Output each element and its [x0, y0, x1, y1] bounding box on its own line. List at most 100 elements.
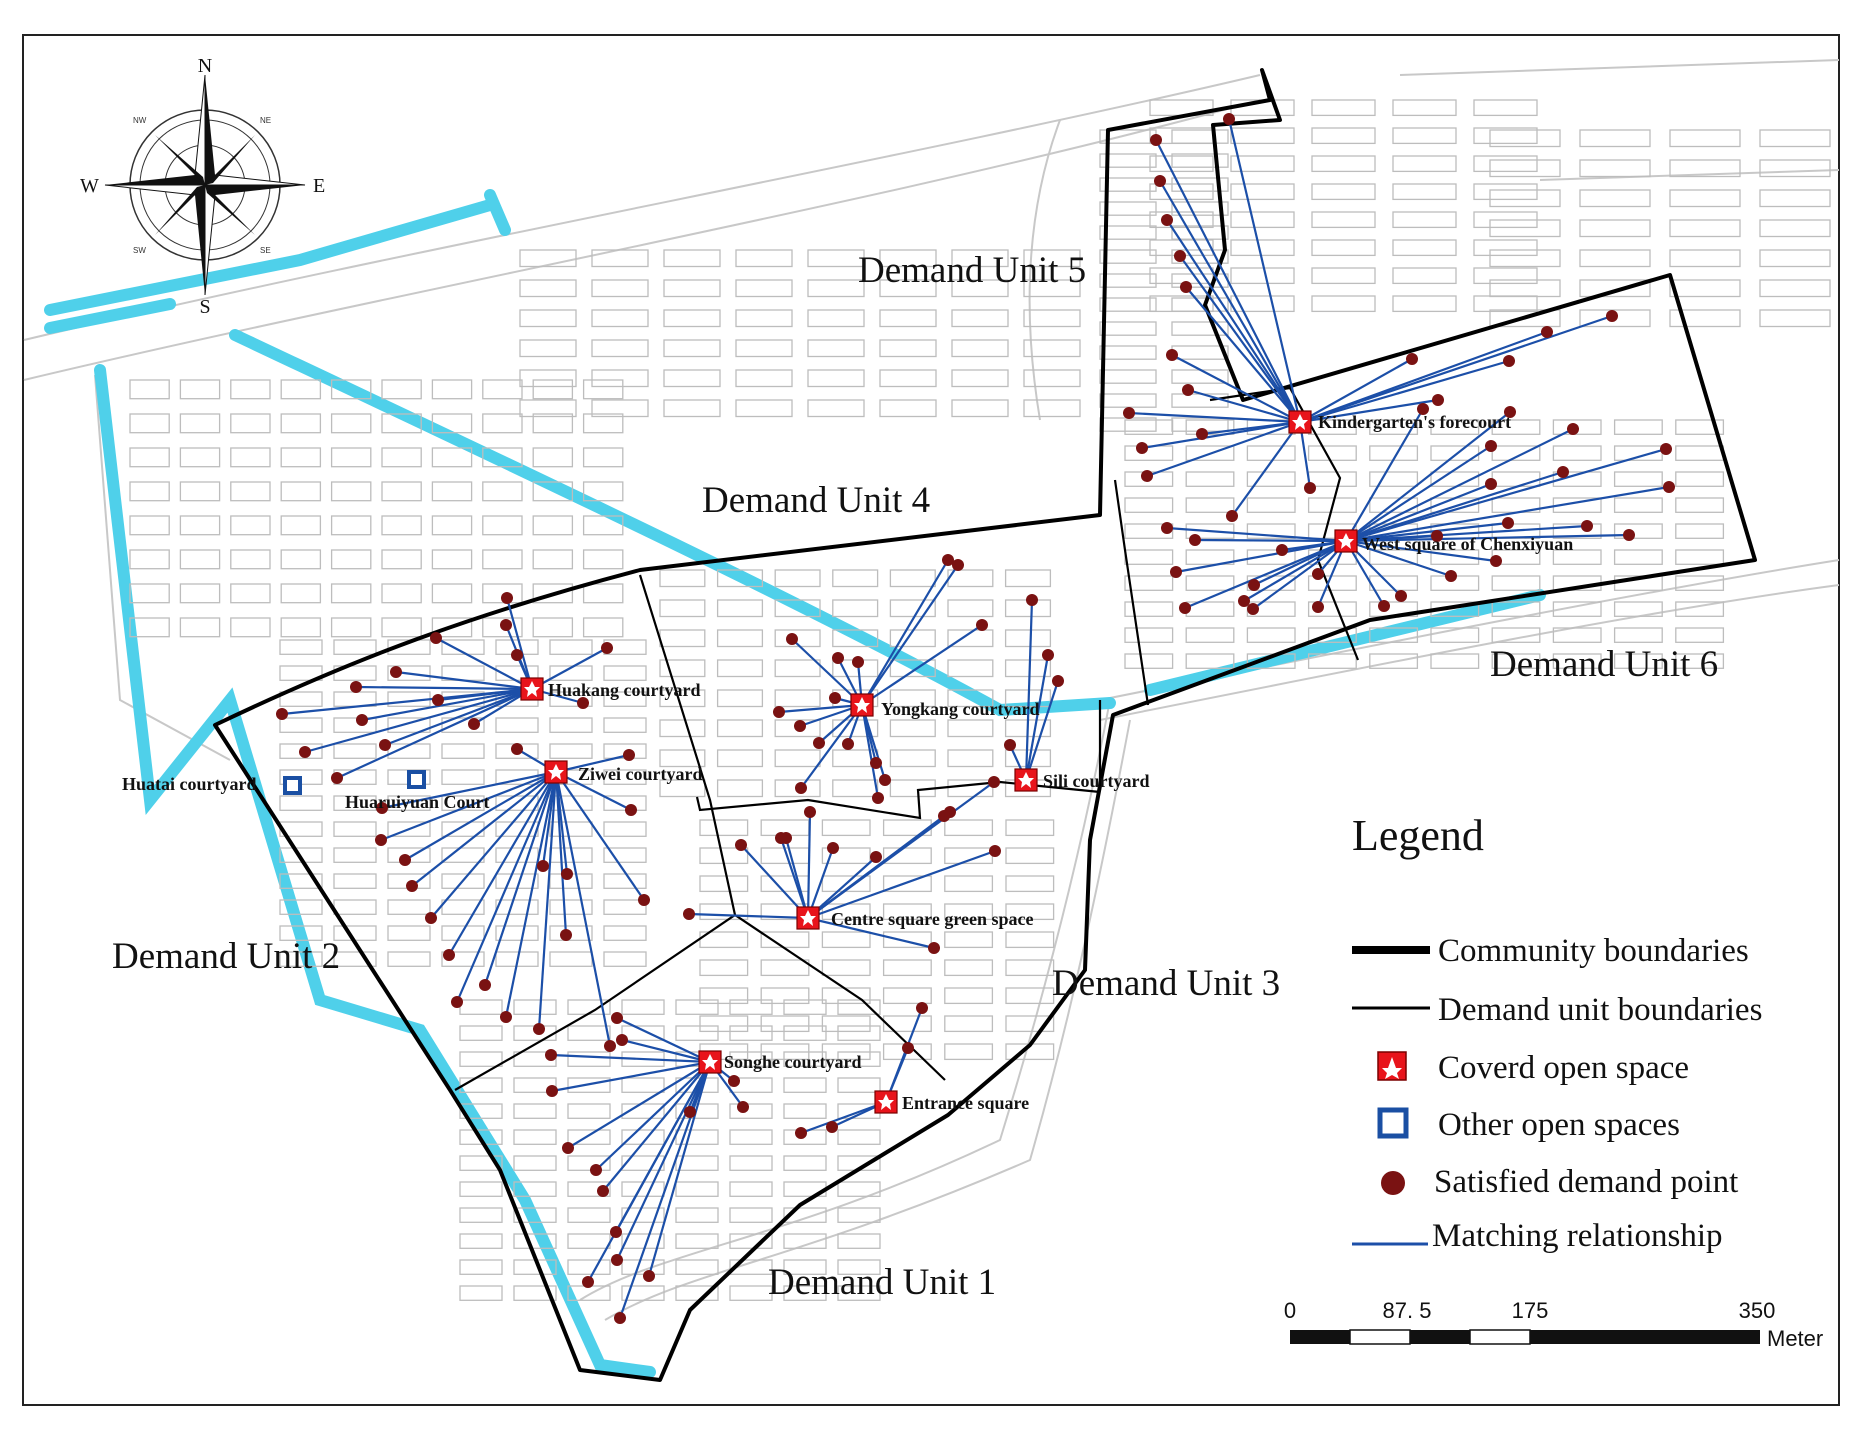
- demand-point[interactable]: [1581, 520, 1593, 532]
- demand-point[interactable]: [614, 1312, 626, 1324]
- demand-point[interactable]: [1445, 570, 1457, 582]
- demand-point[interactable]: [728, 1075, 740, 1087]
- demand-point[interactable]: [561, 868, 573, 880]
- kindergarten-marker[interactable]: [1288, 410, 1312, 434]
- demand-point[interactable]: [1141, 470, 1153, 482]
- demand-point[interactable]: [562, 1142, 574, 1154]
- demand-point[interactable]: [1004, 739, 1016, 751]
- demand-point[interactable]: [1502, 517, 1514, 529]
- songhe-marker[interactable]: [698, 1050, 722, 1074]
- demand-point[interactable]: [468, 718, 480, 730]
- demand-point[interactable]: [775, 832, 787, 844]
- demand-point[interactable]: [331, 772, 343, 784]
- demand-point[interactable]: [1161, 522, 1173, 534]
- demand-point[interactable]: [1304, 482, 1316, 494]
- demand-point[interactable]: [623, 749, 635, 761]
- demand-point[interactable]: [577, 697, 589, 709]
- demand-point[interactable]: [1170, 566, 1182, 578]
- demand-point[interactable]: [795, 782, 807, 794]
- demand-point[interactable]: [1541, 326, 1553, 338]
- demand-point[interactable]: [1154, 175, 1166, 187]
- demand-point[interactable]: [390, 666, 402, 678]
- demand-point[interactable]: [1166, 349, 1178, 361]
- demand-point[interactable]: [1189, 534, 1201, 546]
- demand-point[interactable]: [1180, 281, 1192, 293]
- demand-point[interactable]: [376, 802, 388, 814]
- demand-point[interactable]: [501, 592, 513, 604]
- demand-point[interactable]: [643, 1270, 655, 1282]
- demand-point[interactable]: [813, 737, 825, 749]
- demand-point[interactable]: [976, 619, 988, 631]
- demand-point[interactable]: [786, 633, 798, 645]
- yongkang-marker[interactable]: [850, 693, 874, 717]
- demand-point[interactable]: [1395, 590, 1407, 602]
- demand-point[interactable]: [1052, 675, 1064, 687]
- demand-point[interactable]: [601, 642, 613, 654]
- demand-point[interactable]: [1485, 440, 1497, 452]
- demand-point[interactable]: [1504, 406, 1516, 418]
- demand-point[interactable]: [683, 908, 695, 920]
- demand-point[interactable]: [638, 894, 650, 906]
- huatai-courtyard-marker[interactable]: [283, 776, 302, 795]
- demand-point[interactable]: [879, 774, 891, 786]
- demand-point[interactable]: [299, 746, 311, 758]
- demand-point[interactable]: [479, 979, 491, 991]
- demand-point[interactable]: [1248, 579, 1260, 591]
- demand-point[interactable]: [1179, 602, 1191, 614]
- demand-point[interactable]: [902, 1042, 914, 1054]
- huakang-marker[interactable]: [520, 677, 544, 701]
- demand-point[interactable]: [735, 839, 747, 851]
- demand-point[interactable]: [826, 1121, 838, 1133]
- demand-point[interactable]: [938, 810, 950, 822]
- demand-point[interactable]: [1123, 407, 1135, 419]
- demand-point[interactable]: [425, 912, 437, 924]
- demand-point[interactable]: [989, 845, 1001, 857]
- demand-point[interactable]: [616, 1034, 628, 1046]
- demand-point[interactable]: [432, 694, 444, 706]
- demand-point[interactable]: [1136, 442, 1148, 454]
- demand-point[interactable]: [1485, 478, 1497, 490]
- demand-point[interactable]: [560, 929, 572, 941]
- demand-point[interactable]: [1431, 530, 1443, 542]
- demand-point[interactable]: [832, 652, 844, 664]
- demand-point[interactable]: [1312, 568, 1324, 580]
- demand-point[interactable]: [625, 804, 637, 816]
- demand-point[interactable]: [1417, 403, 1429, 415]
- ziwei-marker[interactable]: [544, 760, 568, 784]
- westsquare-marker[interactable]: [1334, 529, 1358, 553]
- demand-point[interactable]: [1567, 423, 1579, 435]
- demand-point[interactable]: [1432, 394, 1444, 406]
- demand-point[interactable]: [916, 1002, 928, 1014]
- demand-point[interactable]: [610, 1226, 622, 1238]
- demand-point[interactable]: [443, 949, 455, 961]
- demand-point[interactable]: [1378, 600, 1390, 612]
- demand-point[interactable]: [773, 706, 785, 718]
- demand-point[interactable]: [1276, 544, 1288, 556]
- huaruiyuan-court-marker[interactable]: [407, 770, 426, 789]
- demand-point[interactable]: [870, 851, 882, 863]
- demand-point[interactable]: [1406, 353, 1418, 365]
- demand-point[interactable]: [546, 1085, 558, 1097]
- entrance-marker[interactable]: [874, 1090, 898, 1114]
- demand-point[interactable]: [611, 1254, 623, 1266]
- demand-point[interactable]: [1247, 603, 1259, 615]
- demand-point[interactable]: [1312, 601, 1324, 613]
- demand-point[interactable]: [375, 834, 387, 846]
- demand-point[interactable]: [827, 842, 839, 854]
- demand-point[interactable]: [795, 1127, 807, 1139]
- demand-point[interactable]: [379, 739, 391, 751]
- demand-point[interactable]: [545, 1049, 557, 1061]
- demand-point[interactable]: [1490, 555, 1502, 567]
- demand-point[interactable]: [1503, 355, 1515, 367]
- demand-point[interactable]: [500, 619, 512, 631]
- demand-point[interactable]: [356, 714, 368, 726]
- demand-point[interactable]: [1660, 443, 1672, 455]
- demand-point[interactable]: [1557, 466, 1569, 478]
- demand-point[interactable]: [829, 692, 841, 704]
- demand-point[interactable]: [1623, 529, 1635, 541]
- demand-point[interactable]: [1226, 510, 1238, 522]
- demand-point[interactable]: [1663, 481, 1675, 493]
- demand-point[interactable]: [952, 559, 964, 571]
- demand-point[interactable]: [988, 776, 1000, 788]
- demand-point[interactable]: [511, 743, 523, 755]
